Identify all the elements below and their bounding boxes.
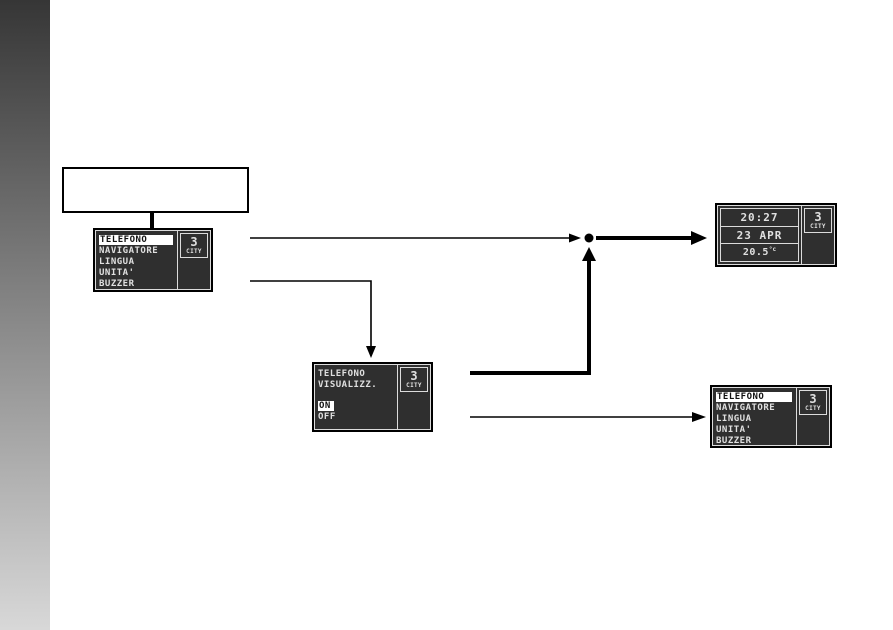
- menu-item-buzzer: BUZZER: [99, 279, 135, 289]
- temperature-cell: 20.5°c: [720, 243, 799, 263]
- title-line-2: VISUALIZZ.: [318, 380, 378, 390]
- city-value: 3: [410, 369, 418, 383]
- city-indicator: 3 CITY: [180, 233, 208, 258]
- clock-cells: 20:27 23 APR 20.5°c: [718, 206, 801, 264]
- city-label: CITY: [186, 248, 202, 255]
- spacer: [318, 391, 395, 400]
- menu-item-unita: UNITA': [716, 425, 752, 435]
- display-screen: TELEFONO NAVIGATORE LINGUA UNITA' BUZZER…: [712, 387, 830, 446]
- option-on: ON: [318, 401, 334, 411]
- city-indicator: 3 CITY: [400, 367, 428, 392]
- city-label: CITY: [406, 382, 422, 389]
- title-line-1: TELEFONO: [318, 369, 366, 379]
- arrowhead: [692, 412, 706, 422]
- display-side-panel: 3 CITY: [796, 388, 829, 445]
- temperature-unit: °c: [768, 246, 777, 254]
- menu-item-navigatore: NAVIGATORE: [99, 246, 159, 256]
- display-screen: 20:27 23 APR 20.5°c 3 CITY: [717, 205, 835, 265]
- arrowhead: [691, 231, 707, 245]
- display-settings-menu: TELEFONO NAVIGATORE LINGUA UNITA' BUZZER…: [93, 228, 213, 292]
- display-screen: TELEFONO VISUALIZZ. ON OFF 3 CITY: [314, 364, 431, 430]
- menu-item-lingua: LINGUA: [99, 257, 135, 267]
- display-settings-menu-return: TELEFONO NAVIGATORE LINGUA UNITA' BUZZER…: [710, 385, 832, 448]
- menu-item-buzzer: BUZZER: [716, 436, 752, 446]
- junction-dot: [584, 233, 594, 243]
- time-cell: 20:27: [720, 208, 799, 227]
- menu-list: TELEFONO NAVIGATORE LINGUA UNITA' BUZZER: [713, 388, 796, 446]
- menu-list: TELEFONO NAVIGATORE LINGUA UNITA' BUZZER: [96, 231, 177, 289]
- page-edge-gradient: [0, 0, 50, 630]
- city-label: CITY: [810, 223, 826, 230]
- arrow-visualizz-to-junction: [470, 259, 591, 375]
- display-telefono-visualizz: TELEFONO VISUALIZZ. ON OFF 3 CITY: [312, 362, 433, 432]
- city-indicator: 3 CITY: [799, 390, 827, 415]
- display-side-panel: 3 CITY: [801, 206, 834, 264]
- arrowhead: [569, 233, 581, 243]
- caption-box: [62, 167, 249, 213]
- display-screen: TELEFONO NAVIGATORE LINGUA UNITA' BUZZER…: [95, 230, 211, 290]
- arrow-menu-to-visualizz: [250, 280, 372, 347]
- city-value: 3: [814, 210, 822, 224]
- display-standard-screen: 20:27 23 APR 20.5°c 3 CITY: [715, 203, 837, 267]
- date-cell: 23 APR: [720, 225, 799, 245]
- menu-item-telefono: TELEFONO: [716, 392, 792, 402]
- city-value: 3: [809, 392, 817, 406]
- temperature-value: 20.5: [742, 247, 769, 259]
- arrowhead: [582, 247, 596, 261]
- city-indicator: 3 CITY: [804, 208, 832, 233]
- menu-item-telefono: TELEFONO: [99, 235, 173, 245]
- display-side-panel: 3 CITY: [397, 365, 430, 429]
- city-label: CITY: [805, 405, 821, 412]
- option-off: OFF: [318, 412, 336, 422]
- arrowhead: [366, 346, 376, 358]
- menu-item-lingua: LINGUA: [716, 414, 752, 424]
- display-side-panel: 3 CITY: [177, 231, 210, 289]
- menu-item-unita: UNITA': [99, 268, 135, 278]
- menu-item-navigatore: NAVIGATORE: [716, 403, 776, 413]
- visualizz-content: TELEFONO VISUALIZZ. ON OFF: [315, 365, 397, 429]
- city-value: 3: [190, 235, 198, 249]
